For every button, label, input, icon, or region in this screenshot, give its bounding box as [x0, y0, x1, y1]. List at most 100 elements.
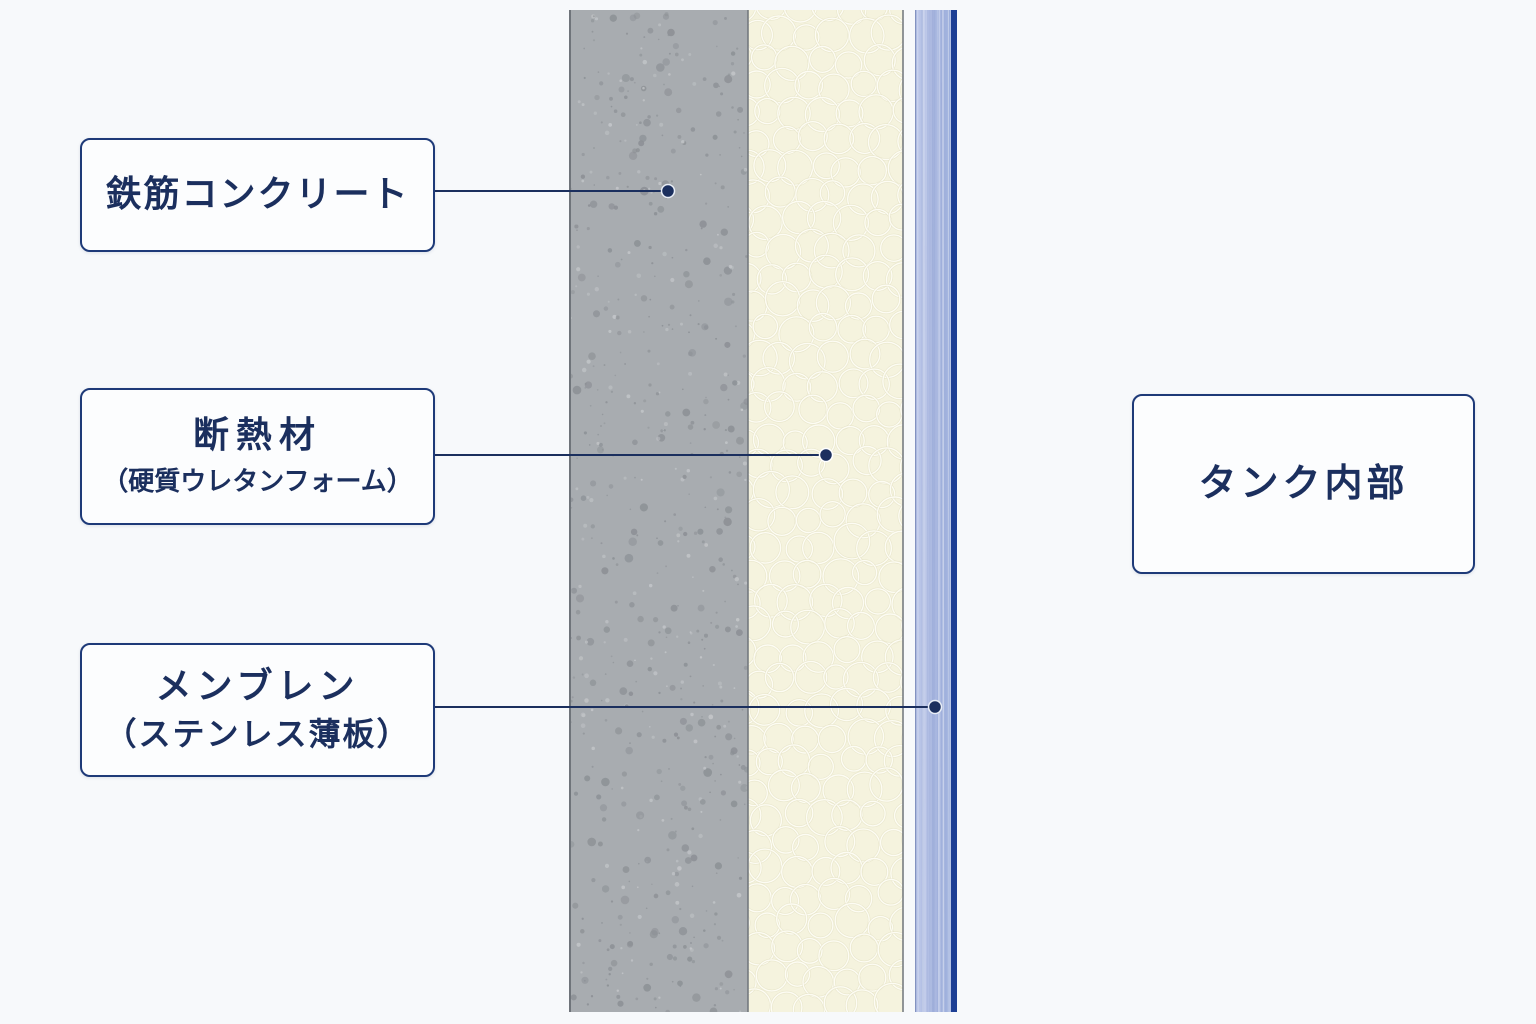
- concrete-pore: [576, 942, 581, 947]
- membrane-streak: [937, 10, 940, 1012]
- concrete-pore: [701, 638, 704, 641]
- concrete-pore: [732, 292, 736, 296]
- foam-cell: [897, 128, 903, 154]
- concrete-pore: [676, 736, 680, 740]
- foam-cell: [755, 959, 788, 992]
- foam-cell: [852, 445, 882, 476]
- concrete-pore: [699, 220, 707, 228]
- concrete-pore: [743, 398, 748, 406]
- concrete-pore: [674, 467, 677, 470]
- concrete-pore: [657, 434, 666, 442]
- concrete-pore: [680, 785, 686, 791]
- concrete-pore: [740, 784, 748, 792]
- concrete-pore: [677, 134, 682, 139]
- foam-cell: [891, 587, 903, 621]
- concrete-pore: [652, 616, 659, 623]
- concrete-pore: [621, 972, 624, 975]
- foam-cell: [767, 769, 800, 802]
- concrete-pore: [629, 932, 631, 934]
- foam-cell: [748, 19, 774, 51]
- foam-cell: [749, 532, 782, 564]
- concrete-pore: [634, 476, 636, 479]
- concrete-pore: [580, 971, 583, 974]
- foam-cell: [756, 264, 788, 295]
- foam-cell: [748, 798, 762, 833]
- concrete-pore: [608, 973, 611, 976]
- concrete-pore: [703, 257, 711, 265]
- concrete-pore: [578, 584, 582, 589]
- foam-cell: [834, 902, 870, 939]
- concrete-pore: [699, 656, 703, 659]
- concrete-pore: [589, 404, 592, 407]
- foam-cell: [784, 961, 811, 987]
- concrete-pore: [666, 685, 668, 688]
- foam-cell: [804, 96, 841, 133]
- concrete-pore: [591, 765, 594, 768]
- concrete-pore: [589, 498, 594, 503]
- concrete-pore: [714, 735, 717, 738]
- concrete-pore: [620, 895, 630, 905]
- concrete-pore: [733, 988, 735, 991]
- foam-cell: [770, 886, 800, 916]
- foam-cell: [885, 695, 903, 726]
- concrete-pore: [634, 659, 636, 662]
- foam-cell: [748, 534, 756, 559]
- foam-cell: [782, 372, 812, 402]
- concrete-pore: [689, 631, 692, 634]
- concrete-pore: [656, 768, 662, 775]
- concrete-pore: [630, 959, 634, 962]
- foam-cell: [860, 857, 889, 886]
- foam-cell: [748, 969, 757, 995]
- concrete-pore: [607, 72, 610, 75]
- foam-cell: [794, 70, 824, 100]
- concrete-pore: [671, 872, 676, 876]
- concrete-pore: [599, 81, 604, 86]
- concrete-pore: [665, 327, 669, 332]
- concrete-pore: [675, 107, 682, 114]
- concrete-pore: [743, 803, 746, 806]
- concrete-pore: [643, 983, 652, 992]
- concrete-pore: [723, 266, 733, 275]
- concrete-pore: [654, 177, 658, 181]
- concrete-pore: [692, 81, 697, 86]
- concrete-pore: [590, 537, 593, 540]
- concrete-pore: [639, 503, 648, 512]
- concrete-pore: [646, 977, 649, 980]
- concrete-pore: [606, 494, 609, 497]
- concrete-pore: [668, 831, 677, 840]
- foam-cell: [771, 930, 804, 963]
- concrete-pore: [736, 471, 743, 478]
- concrete-pore: [734, 576, 740, 582]
- foam-cell: [889, 906, 903, 941]
- concrete-pore: [608, 123, 613, 127]
- concrete-pore: [668, 768, 670, 770]
- concrete-pore: [696, 629, 700, 633]
- concrete-pore: [666, 953, 673, 961]
- concrete-pore: [717, 681, 722, 686]
- concrete-pore: [719, 273, 723, 277]
- concrete-pore: [685, 248, 688, 252]
- foam-cell: [805, 799, 843, 837]
- foam-cell: [748, 70, 771, 99]
- foam-cell: [879, 828, 903, 857]
- foam-cell: [826, 402, 855, 430]
- concrete-pore: [703, 428, 706, 431]
- foam-cell: [874, 613, 903, 645]
- foam-cell: [818, 453, 850, 485]
- concrete-pore: [613, 109, 618, 113]
- concrete-pore: [739, 1010, 742, 1012]
- foam-cell: [880, 234, 903, 262]
- concrete-pore: [615, 186, 619, 190]
- concrete-pore: [715, 111, 722, 117]
- concrete-pore: [594, 94, 600, 101]
- concrete-pore: [680, 680, 684, 684]
- concrete-pore: [604, 673, 607, 675]
- concrete-pore: [681, 844, 690, 852]
- concrete-pore: [647, 27, 654, 34]
- concrete-pore: [594, 287, 599, 292]
- foam-cell: [748, 916, 750, 930]
- concrete-pore: [612, 557, 615, 560]
- concrete-pore: [641, 710, 644, 713]
- concrete-pore: [712, 20, 718, 26]
- concrete-pore: [592, 310, 601, 318]
